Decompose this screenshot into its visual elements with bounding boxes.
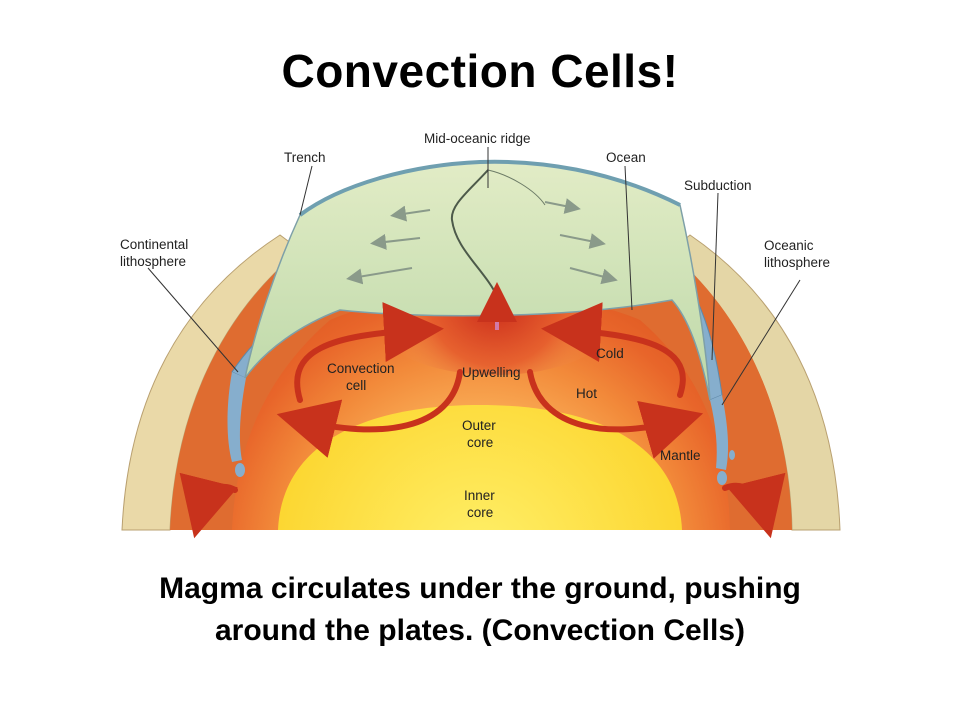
ocean-surface: [298, 159, 681, 217]
label-upwelling: Upwelling: [462, 365, 521, 380]
label-outer-core: core: [467, 435, 493, 450]
slide-caption: Magma circulates under the ground, pushi…: [0, 568, 960, 652]
right-slab: [710, 395, 729, 470]
label-hot: Hot: [576, 386, 597, 401]
slide-title: Convection Cells!: [281, 45, 679, 97]
label-cold: Cold: [596, 346, 624, 361]
caption-line-2: around the plates. (Convection Cells): [214, 614, 746, 647]
label-subduction: Subduction: [684, 178, 752, 193]
plate-motion-arrows: [346, 198, 618, 285]
label-continental-lithosphere: lithosphere: [120, 254, 186, 269]
label-convection: Convection: [327, 361, 395, 376]
label-ocean: Ocean: [606, 150, 646, 165]
leader-lines: [147, 147, 801, 406]
label-convection-cell: cell: [346, 378, 366, 393]
outer-core: [278, 405, 682, 530]
label-oceanic: Oceanic: [764, 238, 814, 253]
label-continental: Continental: [120, 237, 188, 252]
label-mid-oceanic-ridge: Mid-oceanic ridge: [424, 131, 531, 146]
ridge-crack: [450, 169, 499, 299]
ridge-crest: [487, 169, 546, 206]
slab-fragments: [235, 450, 735, 485]
label-inner: Inner: [464, 488, 495, 503]
caption-line-1: Magma circulates under the ground, pushi…: [159, 572, 801, 605]
label-oceanic-lithosphere: lithosphere: [764, 255, 830, 270]
convection-arrows: [179, 302, 786, 539]
label-trench: Trench: [284, 150, 326, 165]
left-slab: [227, 372, 246, 462]
label-mantle: Mantle: [660, 448, 701, 463]
label-inner-core: core: [467, 505, 493, 520]
label-outer: Outer: [462, 418, 496, 433]
